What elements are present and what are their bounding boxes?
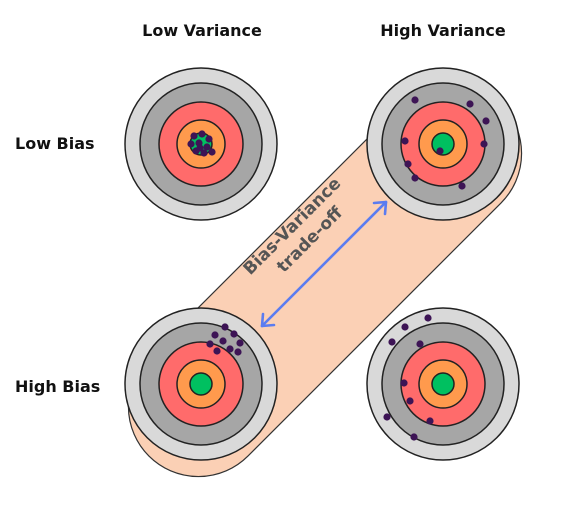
target-high-bias-high-variance [366,307,520,461]
shots-high-bias-low-variance [206,323,244,356]
shot [226,345,234,353]
double-headed-arrow-icon [260,200,388,328]
shot [206,340,214,348]
shot [411,174,419,182]
shot [187,140,195,148]
target-low-bias-high-variance [366,67,520,221]
shot [400,379,408,387]
shot [236,339,244,347]
shot [221,323,229,331]
target-high-bias-low-variance [124,307,278,461]
shot [388,338,396,346]
shot [198,130,206,138]
shot [219,337,227,345]
shot [230,330,238,338]
shot [383,413,391,421]
shot [196,144,204,152]
shot [436,147,444,155]
shot [424,314,432,322]
column-header-high-variance: High Variance [380,21,506,40]
shot [404,160,412,168]
shot [482,117,490,125]
shot [401,323,409,331]
shot [406,397,414,405]
shots-low-bias-low-variance [187,130,216,157]
column-header-low-variance: Low Variance [142,21,262,40]
shot [200,149,208,157]
shot [208,148,216,156]
row-header-low-bias: Low Bias [15,134,95,153]
shot [401,137,409,145]
row-header-high-bias: High Bias [15,377,100,396]
shots-low-bias-high-variance [401,96,490,190]
shot [426,417,434,425]
shot [458,182,466,190]
shots-high-bias-high-variance [383,314,434,441]
shot [213,347,221,355]
shot [234,348,242,356]
shot [211,331,219,339]
shot [411,96,419,104]
shot [190,132,198,140]
shot [416,340,424,348]
shot [205,135,213,143]
shot [466,100,474,108]
shot [410,433,418,441]
shot [480,140,488,148]
shot [203,143,211,151]
